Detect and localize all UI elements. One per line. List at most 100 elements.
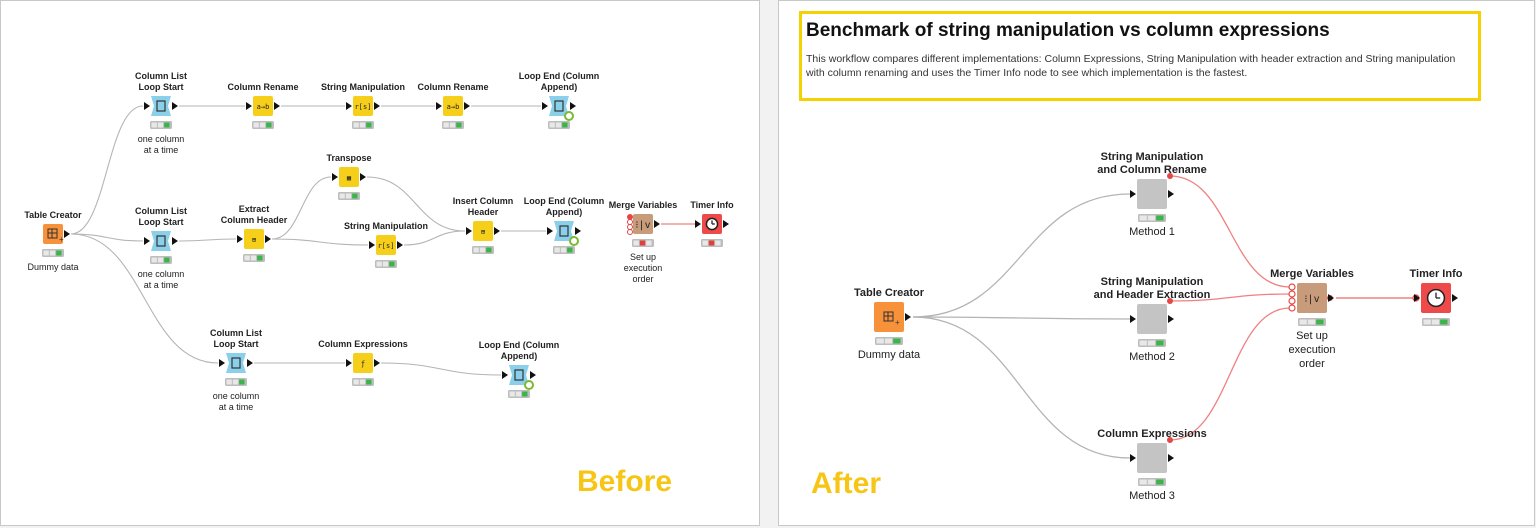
node-title: Loop Start	[214, 339, 259, 349]
node-title: Transpose	[326, 153, 371, 163]
a-method-1[interactable]	[1130, 179, 1174, 209]
annotation-title: Benchmark of string manipulation vs colu…	[806, 20, 1330, 41]
output-port	[374, 102, 380, 110]
flow-variable-connection[interactable]	[1169, 307, 1291, 441]
data-connection[interactable]	[366, 176, 466, 232]
input-port	[547, 227, 553, 235]
a-timer[interactable]	[1414, 283, 1458, 313]
a-table-creator[interactable]: +	[874, 302, 911, 332]
output-port	[723, 220, 729, 228]
node-status-traffic-light	[150, 256, 172, 264]
loopstart-shape	[226, 353, 246, 373]
data-connection[interactable]	[178, 238, 237, 242]
b-loop-end-1[interactable]	[542, 96, 576, 121]
node-status-traffic-light	[1138, 339, 1166, 347]
node-title: Column List	[135, 206, 187, 216]
b-loop-start-2[interactable]	[144, 231, 178, 251]
node-status-traffic-light	[1298, 318, 1326, 326]
flow-variable-connection[interactable]	[1169, 175, 1291, 288]
node-title: Loop End (Column	[479, 340, 559, 350]
loop-icon	[156, 100, 166, 112]
node-icon: ⊞	[481, 228, 486, 236]
node-caption: Method 2	[1129, 351, 1175, 363]
loop-return-icon	[524, 380, 534, 390]
output-port	[464, 102, 470, 110]
node-status-traffic-light	[338, 192, 360, 200]
data-connection[interactable]	[912, 316, 1131, 320]
loop-icon	[231, 357, 241, 369]
node-caption: Set up	[1296, 330, 1328, 342]
data-connection[interactable]	[912, 316, 1131, 459]
b-string-manip-1[interactable]: r[s]	[346, 96, 380, 116]
b-insert-header[interactable]: ⊞	[466, 221, 500, 241]
b-transpose[interactable]: ▦	[332, 167, 366, 187]
output-port	[570, 102, 576, 110]
node-title: Column Expressions	[1097, 428, 1206, 440]
b-loop-start-3[interactable]	[219, 353, 253, 373]
node-caption: order	[632, 274, 653, 284]
data-connection[interactable]	[403, 230, 466, 246]
b-rename-1[interactable]: a→b	[246, 96, 280, 116]
output-port	[172, 102, 178, 110]
output-port	[360, 173, 366, 181]
input-port	[246, 102, 252, 110]
flow-output-port	[1167, 173, 1173, 179]
merge-shape	[1297, 283, 1327, 313]
data-connection[interactable]	[271, 176, 332, 240]
output-port	[397, 241, 403, 249]
manip-shape	[473, 221, 493, 241]
data-connection[interactable]	[380, 362, 502, 376]
flow-variable-connection[interactable]	[1169, 293, 1291, 302]
b-string-manip-2[interactable]: r[s]	[369, 235, 403, 255]
node-status-traffic-light	[352, 378, 374, 386]
loopstart-shape	[151, 231, 171, 251]
node-title: Column Rename	[227, 82, 298, 92]
node-icon: a→b	[257, 103, 270, 111]
node-status-traffic-light	[472, 246, 494, 254]
data-connection[interactable]	[912, 193, 1131, 318]
node-title: Column Expressions	[318, 339, 408, 349]
after-label: After	[811, 467, 882, 500]
a-method-3[interactable]	[1130, 443, 1174, 473]
node-title: Extract	[239, 204, 270, 214]
a-merge-vars[interactable]: ⁝|v	[1297, 283, 1334, 313]
b-timer[interactable]	[695, 214, 729, 234]
input-port	[237, 235, 243, 243]
flow-input-port	[627, 229, 633, 235]
output-port	[530, 371, 536, 379]
b-col-expr[interactable]: ƒ	[346, 353, 380, 373]
node-caption: one column	[138, 269, 185, 279]
plus-icon: +	[895, 318, 900, 327]
data-connection[interactable]	[70, 233, 219, 364]
output-port	[494, 227, 500, 235]
input-port	[1130, 454, 1136, 462]
b-merge-vars[interactable]: ⁝|v	[633, 214, 660, 234]
manip-shape	[353, 96, 373, 116]
node-title: Append)	[501, 351, 538, 361]
b-loop-end-2[interactable]	[547, 221, 581, 246]
a-method-2[interactable]	[1130, 304, 1174, 334]
input-port	[346, 359, 352, 367]
node-title: Column List	[210, 328, 262, 338]
node-caption: Dummy data	[858, 349, 921, 361]
b-loop-end-3[interactable]	[502, 365, 536, 390]
node-icon: ▦	[347, 174, 352, 182]
b-table-creator[interactable]: +	[43, 224, 70, 244]
data-connection[interactable]	[70, 105, 144, 235]
node-status-traffic-light	[548, 121, 570, 129]
b-rename-2[interactable]: a→b	[436, 96, 470, 116]
b-loop-start-1[interactable]	[144, 96, 178, 116]
workflow-annotation[interactable]: Benchmark of string manipulation vs colu…	[799, 11, 1481, 101]
flow-input-port	[627, 224, 633, 230]
node-title: Append)	[546, 207, 583, 217]
b-extract-header[interactable]: ⊞	[237, 229, 271, 249]
data-connection[interactable]	[271, 238, 369, 246]
node-caption: execution	[624, 263, 663, 273]
node-status-traffic-light	[553, 246, 575, 254]
node-status-traffic-light	[1422, 318, 1450, 326]
flow-input-port	[627, 214, 633, 220]
node-caption: at a time	[144, 145, 179, 155]
node-title: Loop End (Column	[524, 196, 604, 206]
